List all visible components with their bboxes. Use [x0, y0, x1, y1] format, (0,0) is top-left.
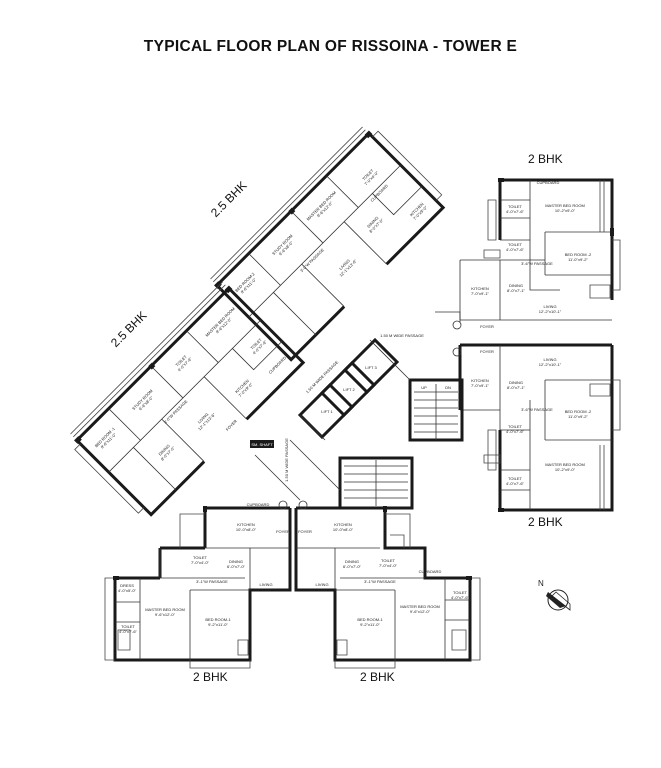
room-label: MASTER BED ROOM [204, 306, 236, 338]
room-size: 7'-0"x4'-0" [191, 560, 210, 565]
room-size: 7'-0"x4'-0" [379, 563, 398, 568]
room-label: 3'-1"W PASSAGE [364, 579, 396, 584]
room-label: FOYER [480, 324, 494, 329]
room-label: TOILET [508, 424, 522, 429]
unit-east-bottom: FOYER LIVING 12'-2"x10'-1" KITCHEN 7'-0"… [452, 343, 621, 512]
room-label: TOILET [508, 204, 522, 209]
lift-label: LIFT 3 [365, 365, 377, 370]
room-size: 4'-0"x5'-0" [118, 588, 137, 593]
room-label: KITCHEN [334, 522, 352, 527]
room-label: CUPBOARD [268, 355, 288, 375]
room-label: CUPBOARD [537, 180, 560, 185]
room-label: DRESS [120, 583, 134, 588]
unit-south-right: KITCHEN 10'-0"x8'-0" FOYER DINING 6'-0"x… [294, 500, 481, 669]
compass-north-label: N [538, 579, 544, 588]
room-label: TOILET [508, 242, 522, 247]
room-label: MASTER BED ROOM [400, 604, 440, 609]
room-size: 6'-0"x7'-0" [227, 564, 246, 569]
room-label: MASTER BED ROOM [305, 190, 337, 222]
room-size: 9'-6"x12'-0" [410, 609, 431, 614]
stair-label: UP [421, 385, 427, 390]
room-size: 4'-0"x7'-6" [451, 595, 470, 600]
room-size: 10'-2"x9'-0" [555, 467, 576, 472]
room-size: 11'-0"x9'-2" [568, 257, 588, 262]
room-size: 9'-6"x12'-0" [155, 612, 176, 617]
room-size: 10'-0"x8'-0" [236, 527, 257, 532]
stair-label: DN [445, 385, 451, 390]
room-size: 10'-1"x14'-0" [255, 587, 278, 592]
unit-label-south-left: 2 BHK [193, 670, 228, 684]
unit-east-top: TOILET 4'-0"x7'-6" CUPBOARD MASTER BED R… [435, 178, 621, 330]
room-size: 10'-1"x14'-0" [311, 587, 334, 592]
room-size: 8'-0"x7'-1" [507, 288, 526, 293]
room-size: 7'-0"x9'-1" [471, 383, 490, 388]
room-label: BED ROOM-1 [205, 617, 231, 622]
room-label: BED ROOM -2 [565, 409, 592, 414]
page-title: TYPICAL FLOOR PLAN OF RISSOINA - TOWER E [143, 38, 518, 55]
shaft-label: SM. SHAFT [251, 442, 273, 447]
room-label: LIVING [259, 582, 272, 587]
room-label: CUPBOARD [247, 502, 270, 507]
room-label: MASTER BED ROOM [145, 607, 185, 612]
room-size: 10'-2"x9'-0" [555, 208, 576, 213]
room-label: DINING [345, 559, 359, 564]
room-label: BED ROOM -2 [565, 252, 592, 257]
room-label: 3'-6"W PASSAGE [521, 407, 553, 412]
room-size: 9'-2"x11'-0" [208, 622, 228, 627]
room-label: FOYER [225, 418, 238, 431]
room-label: FOYER [480, 349, 494, 354]
unit-south-left: CUPBOARD KITCHEN 10'-0"x8'-0" FOYER TOIL… [104, 500, 292, 669]
room-label: 3'-0"W PASSAGE [299, 247, 325, 273]
room-size: 11'-0"x9'-2" [568, 414, 588, 419]
room-label: DINING [229, 559, 243, 564]
unit-northwest-upper: STUDY ROOM 6'-6"x8'-0" MASTER BED ROOM 9… [210, 126, 446, 362]
passage-label: 1.50 M WIDE PASSAGE [284, 438, 289, 482]
room-label: BED ROOM-1 [357, 617, 383, 622]
room-label: MASTER BED ROOM [545, 203, 585, 208]
passage-label: 1.50 M WIDE PASSAGE [380, 333, 424, 338]
room-label: KITCHEN [237, 522, 255, 527]
room-size: 4'-0"x7'-6" [506, 481, 525, 486]
room-size: 4'-0"x7'-6" [506, 429, 525, 434]
room-size: 4'-0"x7'-6" [506, 209, 525, 214]
unit-label-east-top: 2 BHK [528, 152, 563, 166]
room-label: CUPBOARD [419, 569, 442, 574]
room-size: 4'-0"x7'-6" [506, 247, 525, 252]
room-label: 3'-0"W PASSAGE [163, 399, 189, 425]
room-label: LIVING [543, 357, 556, 362]
lift-label: LIFT 1 [321, 409, 333, 414]
unit-northwest-lower: BED ROOM -1 9'-6"x11'-0" STUDY ROOM 6'-6… [70, 281, 306, 517]
room-size: 6'-0"x7'-0" [343, 564, 362, 569]
room-size: 12'-2"x10'-1" [539, 362, 562, 367]
room-label: 3'-1"W PASSAGE [196, 579, 228, 584]
room-label: KITCHEN [471, 286, 489, 291]
room-label: TOILET [121, 624, 135, 629]
room-size: 9'-2"x11'-0" [360, 622, 380, 627]
room-label: DINING [509, 283, 523, 288]
room-label: KITCHEN [471, 378, 489, 383]
room-label: FOYER [276, 529, 290, 534]
room-label: FOYER [298, 529, 312, 534]
room-label: 3'-6"W PASSAGE [521, 261, 553, 266]
room-size: 4'-0"x7'-6" [119, 629, 138, 634]
room-size: 8'-0"x7'-1" [507, 385, 526, 390]
room-label: TOILET [453, 590, 467, 595]
room-label: LIVING [543, 304, 556, 309]
room-label: TOILET [193, 555, 207, 560]
unit-label-east-bottom: 2 BHK [528, 515, 563, 529]
unit-label-south-right: 2 BHK [360, 670, 395, 684]
room-size: 7'-0"x9'-1" [471, 291, 490, 296]
compass-icon: N [538, 579, 571, 611]
room-label: TOILET [508, 476, 522, 481]
room-label: LIVING [315, 582, 328, 587]
lift-label: LIFT 2 [343, 387, 355, 392]
room-label: DINING [509, 380, 523, 385]
room-label: TOILET [381, 558, 395, 563]
room-label: MASTER BED ROOM [545, 462, 585, 467]
room-size: 12'-2"x10'-1" [539, 309, 562, 314]
room-size: 10'-0"x8'-0" [333, 527, 354, 532]
